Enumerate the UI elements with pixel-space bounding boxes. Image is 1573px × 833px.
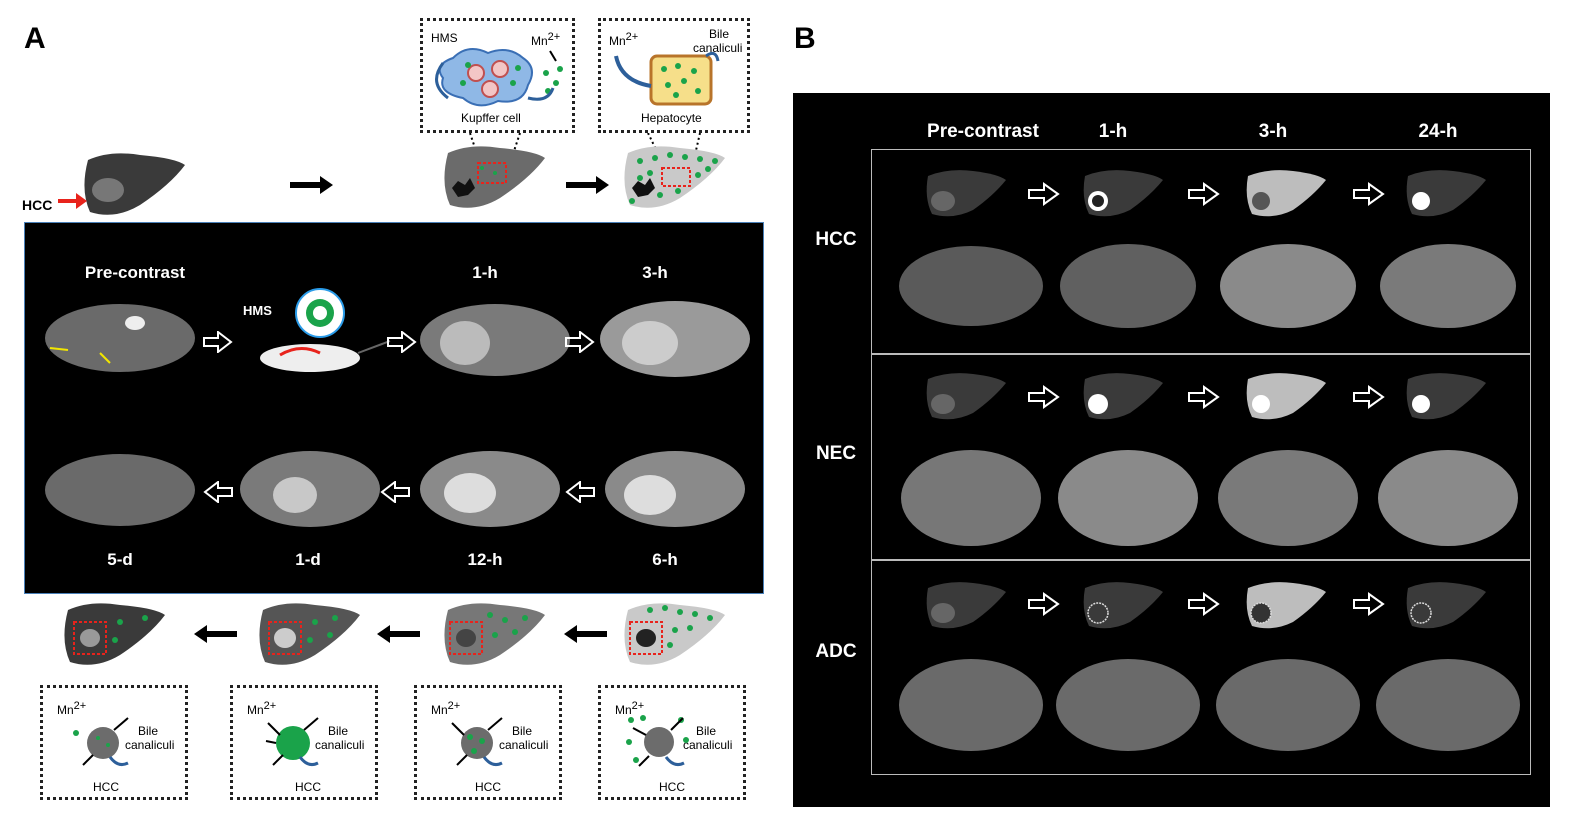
- row-nec: [871, 354, 1531, 560]
- bile-label: Bile: [328, 724, 349, 738]
- canaliculi-label: canaliculi: [499, 738, 549, 752]
- label-pre-contrast: Pre-contrast: [84, 263, 186, 282]
- row-label-adc: ADC: [815, 641, 857, 662]
- panel-b-mri-box: Pre-contrast 1-h 3-h 24-h HCC NEC ADC: [793, 93, 1550, 807]
- bile-label: Bile: [512, 724, 533, 738]
- panel-b-grid-graphics: [899, 170, 1520, 751]
- mn-label: Mn2+: [615, 700, 645, 717]
- mri-5d: [45, 454, 195, 526]
- mri-1h: [420, 304, 570, 376]
- kupffer-cell-caption: Kupffer cell: [461, 111, 521, 125]
- panel-a-mri-box: Pre-contrast 1-h 3-h HMS 5-d 1-d 12-h 6-…: [24, 222, 764, 594]
- hcc-red-arrow-icon: [58, 192, 88, 210]
- mn-label: Mn2+: [247, 700, 277, 717]
- label-1h: 1-h: [472, 263, 498, 282]
- liver-5d-icon: [60, 600, 170, 680]
- mri-3h: [600, 301, 750, 377]
- liver-12h-icon: [440, 600, 550, 680]
- col-pre-contrast: Pre-contrast: [927, 121, 1039, 142]
- open-arrow-left-icon: [203, 481, 233, 503]
- hepatocyte-caption: Hepatocyte: [641, 111, 702, 125]
- mri-pre-contrast: [45, 304, 195, 372]
- label-5d: 5-d: [107, 550, 133, 569]
- open-arrow-left-icon: [380, 481, 410, 503]
- canaliculi-label: canaliculi: [315, 738, 365, 752]
- hms-label: HMS: [431, 31, 458, 45]
- row-adc: [871, 560, 1531, 775]
- row-hcc: [871, 149, 1531, 354]
- left-arrow-icon: [563, 625, 607, 643]
- col-1h: 1-h: [1098, 121, 1128, 142]
- canaliculi-label: canaliculi: [683, 738, 733, 752]
- detail-box-6h: Mn2+ Bile canaliculi HCC: [598, 685, 746, 800]
- mouse-injection-illustration: [240, 283, 400, 378]
- panel-a-letter: A: [24, 22, 46, 55]
- liver-hms-kupffer-icon: [440, 133, 550, 213]
- left-arrow-icon: [193, 625, 237, 643]
- row-label-hcc: HCC: [815, 229, 857, 250]
- hcc-caption: HCC: [659, 780, 685, 794]
- kupffer-cell-box: HMS Mn2+ Kupffer cell: [420, 18, 575, 133]
- label-12h: 12-h: [467, 550, 503, 569]
- hcc-label: HCC: [22, 197, 53, 213]
- detail-box-1d: Mn2+ Bile canaliculi HCC: [230, 685, 378, 800]
- open-arrow-right-icon: [565, 331, 595, 353]
- hcc-caption: HCC: [295, 780, 321, 794]
- mn-label: Mn2+: [531, 31, 561, 48]
- mri-1d: [240, 451, 380, 527]
- canaliculi-label: canaliculi: [693, 41, 743, 55]
- right-arrow-icon: [566, 176, 610, 194]
- mn-label: Mn2+: [57, 700, 87, 717]
- right-arrow-icon: [290, 176, 334, 194]
- label-1d: 1-d: [295, 550, 321, 569]
- detail-box-5d: Mn2+ Bile canaliculi HCC: [40, 685, 188, 800]
- mn-label: Mn2+: [609, 31, 639, 48]
- col-3h: 3-h: [1258, 121, 1288, 142]
- panel-b-letter: B: [794, 22, 816, 55]
- mri-6h: [605, 451, 745, 527]
- col-24h: 24-h: [1418, 121, 1458, 142]
- hepatocyte-box: Mn2+ Bile canaliculi Hepatocyte: [598, 18, 750, 133]
- left-arrow-icon: [376, 625, 420, 643]
- bile-label: Bile: [138, 724, 159, 738]
- open-arrow-left-icon: [565, 481, 595, 503]
- mn-label: Mn2+: [431, 700, 461, 717]
- liver-1d-icon: [255, 600, 365, 680]
- hms-label-mri: HMS: [243, 303, 272, 318]
- liver-hepatocyte-icon: [620, 133, 730, 215]
- hcc-caption: HCC: [475, 780, 501, 794]
- row-label-nec: NEC: [815, 443, 857, 464]
- label-6h: 6-h: [652, 550, 678, 569]
- liver-6h-icon: [620, 600, 730, 680]
- bile-label: Bile: [709, 27, 730, 41]
- liver-hcc-icon: [80, 150, 190, 220]
- label-3h: 3-h: [642, 263, 668, 282]
- bile-label: Bile: [696, 724, 717, 738]
- detail-box-12h: Mn2+ Bile canaliculi HCC: [414, 685, 562, 800]
- canaliculi-label: canaliculi: [125, 738, 175, 752]
- open-arrow-right-icon: [387, 331, 417, 353]
- open-arrow-right-icon: [203, 331, 233, 353]
- mri-12h: [420, 451, 560, 527]
- hcc-caption: HCC: [93, 780, 119, 794]
